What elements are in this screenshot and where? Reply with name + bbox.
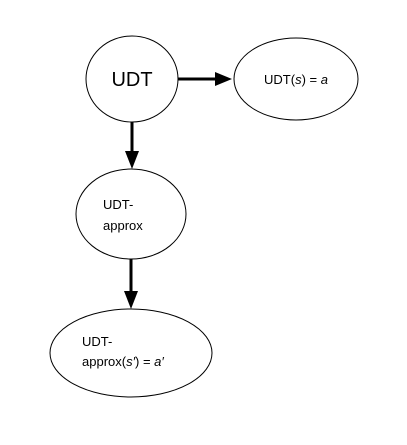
edge-udt-to-udt-s [177, 72, 232, 86]
node-udt-s: UDT(s) = a [233, 37, 359, 121]
arrow-head-icon [124, 291, 138, 309]
arrow-head-icon [125, 151, 139, 169]
node-udt-approx-s-label-line2: approx(s′) = a′ [82, 354, 164, 369]
node-udt-approx-s-shape [49, 308, 213, 398]
label-var-s: s [295, 72, 302, 87]
node-udt-approx-label-line1: UDT- [103, 197, 133, 212]
label-var-s-prime: s′ [126, 354, 136, 369]
node-udt-approx-shape [75, 168, 187, 260]
edge-udt-approx-to-udt-approx-s [124, 259, 138, 309]
node-udt-approx-label-line2: approx [103, 218, 143, 233]
node-udt-approx-s: UDT- approx(s′) = a′ [49, 308, 213, 398]
label-result-a-prime: a′ [154, 354, 164, 369]
node-udt-s-label: UDT(s) = a [264, 72, 328, 87]
node-udt-s-shape [233, 37, 359, 121]
node-udt-label: UDT [111, 69, 152, 91]
arrow-head-icon [215, 72, 232, 86]
label-part: UDT( [264, 72, 296, 87]
label-part: ) = [135, 354, 154, 369]
node-udt-shape [85, 35, 179, 123]
label-part: ) = [302, 72, 321, 87]
edge-udt-to-udt-approx [125, 122, 139, 169]
node-udt: UDT [85, 35, 179, 123]
label-result-a: a [321, 72, 328, 87]
node-udt-approx-s-label-line1: UDT- [82, 334, 112, 349]
label-part: approx( [82, 354, 127, 369]
node-udt-approx: UDT- approx [75, 168, 187, 260]
